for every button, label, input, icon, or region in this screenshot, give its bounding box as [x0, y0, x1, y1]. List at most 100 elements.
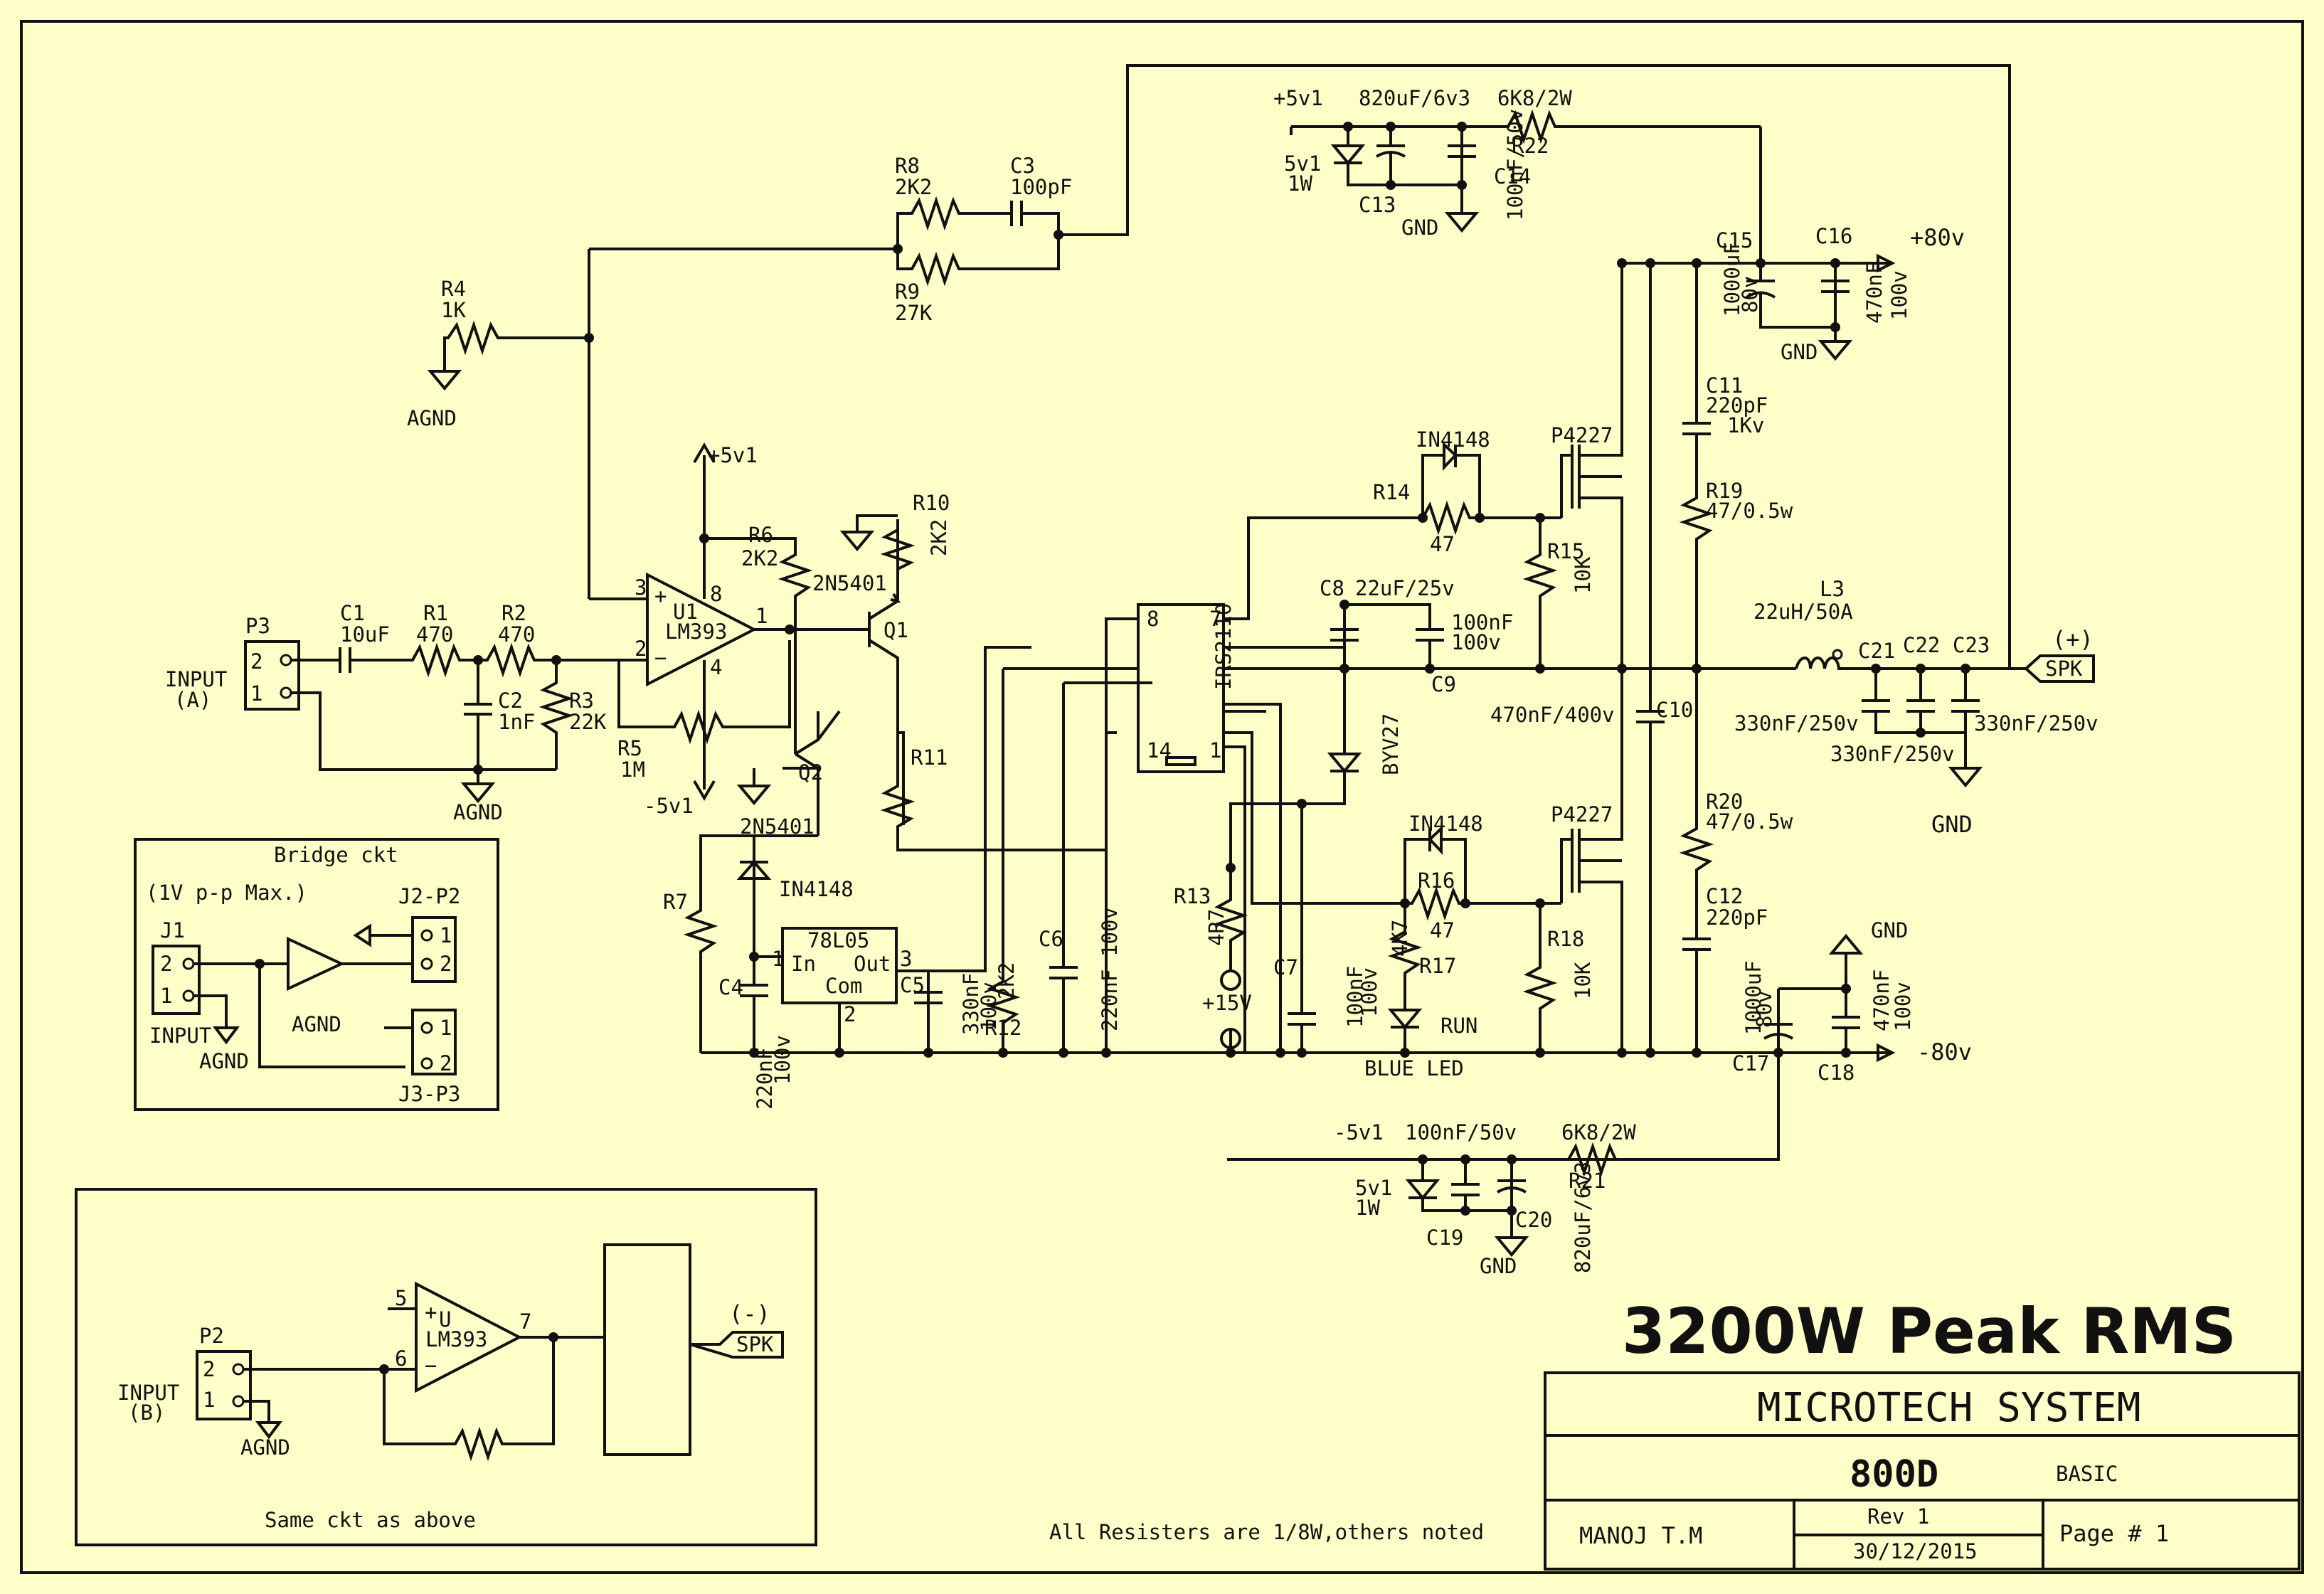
svg-text:330nF/250v: 330nF/250v	[1974, 711, 2099, 735]
svg-text:22uF/25v: 22uF/25v	[1355, 576, 1455, 600]
svg-text:8: 8	[1147, 607, 1159, 631]
svg-text:(-): (-)	[729, 1300, 770, 1327]
svg-text:Bridge ckt: Bridge ckt	[274, 843, 398, 867]
svg-text:330nF/250v: 330nF/250v	[1734, 711, 1859, 735]
svg-text:220pF: 220pF	[1706, 393, 1768, 418]
supply-negative-5v1: -5v1 5v1 1W 100nF/50v C19 GND C20 820uF/…	[1334, 1120, 1778, 1278]
svg-text:2K2: 2K2	[994, 962, 1019, 999]
svg-text:R12: R12	[985, 1016, 1022, 1040]
power-rails: +80v -80v C10 470nF/400v C11 220pF 1Kv R…	[701, 127, 1972, 1161]
svg-text:1W: 1W	[1355, 1196, 1380, 1220]
svg-text:R1: R1	[423, 601, 448, 625]
feedback-network: R4 1K AGND R8 2K2 C3 100pF R9 27K	[407, 64, 2011, 667]
svg-text:100nF/50v: 100nF/50v	[1503, 109, 1527, 220]
channel-b-box: P2 2 1 INPUT (B) AGND + − U LM393 5 6 7 …	[75, 1188, 817, 1546]
svg-text:R9: R9	[895, 280, 920, 304]
author-name: MANOJ T.M	[1579, 1522, 1702, 1549]
svg-text:C7: C7	[1273, 955, 1298, 979]
svg-text:2: 2	[250, 649, 262, 674]
svg-text:AGND: AGND	[407, 406, 457, 430]
svg-text:4K7: 4K7	[1388, 920, 1412, 957]
regulator-78l05: 78L05 In Out Com 1 3 2 C5 330nF 100v R12…	[749, 646, 1152, 1053]
svg-text:470: 470	[498, 622, 535, 647]
gate-driver-irs2110: 8 7 14 1 IRS2110 C8 22uF/25v 100nF 100v …	[1105, 516, 1694, 1053]
svg-text:R22: R22	[1512, 134, 1549, 158]
svg-text:P2: P2	[199, 1324, 224, 1348]
svg-text:47/0.5w: 47/0.5w	[1706, 809, 1793, 834]
svg-text:2K2: 2K2	[927, 519, 951, 556]
svg-text:470: 470	[416, 622, 453, 647]
svg-text:1: 1	[440, 1016, 452, 1040]
svg-text:-5v1: -5v1	[1334, 1120, 1384, 1144]
svg-text:100v: 100v	[1891, 982, 1915, 1031]
svg-text:100v: 100v	[1451, 630, 1501, 654]
svg-text:10uF: 10uF	[340, 622, 390, 647]
svg-text:Out: Out	[854, 952, 891, 976]
svg-text:220pF: 220pF	[1706, 905, 1768, 930]
svg-text:820uF/6v3: 820uF/6v3	[1571, 1162, 1595, 1273]
svg-text:BYV27: BYV27	[1379, 713, 1403, 775]
svg-text:R5: R5	[617, 736, 642, 760]
svg-text:3: 3	[900, 947, 912, 971]
svg-text:U: U	[439, 1307, 451, 1332]
svg-text:R3: R3	[569, 689, 594, 713]
neg-rail-label: -80v	[1917, 1038, 1972, 1066]
svg-text:P4227: P4227	[1551, 423, 1613, 447]
svg-text:IN4148: IN4148	[1416, 427, 1490, 452]
svg-text:C2: C2	[498, 689, 523, 713]
svg-text:5: 5	[395, 1286, 407, 1310]
svg-text:R8: R8	[895, 154, 920, 178]
svg-text:RUN: RUN	[1440, 1014, 1477, 1038]
svg-text:−: −	[654, 646, 667, 670]
svg-text:J2-P2: J2-P2	[398, 884, 460, 908]
svg-text:C13: C13	[1359, 193, 1396, 217]
svg-text:(+): (+)	[2052, 626, 2094, 653]
svg-text:GND: GND	[1480, 1254, 1517, 1278]
svg-text:10K: 10K	[1571, 556, 1595, 594]
svg-text:1: 1	[203, 1388, 215, 1412]
svg-text:C5: C5	[900, 973, 925, 997]
svg-text:Same ckt as above: Same ckt as above	[265, 1508, 476, 1532]
svg-text:820uF/6v3: 820uF/6v3	[1359, 86, 1470, 110]
svg-text:C23: C23	[1953, 633, 1990, 657]
svg-text:2: 2	[203, 1357, 215, 1381]
svg-text:220nF: 220nF	[1098, 969, 1122, 1031]
svg-text:R14: R14	[1373, 480, 1410, 504]
svg-text:C6: C6	[1039, 927, 1063, 951]
svg-text:1000uF: 1000uF	[1720, 242, 1744, 317]
svg-text:GND: GND	[1781, 340, 1818, 364]
svg-text:IN4148: IN4148	[779, 877, 854, 901]
svg-text:GND: GND	[1871, 918, 1908, 942]
svg-text:220nF: 220nF	[753, 1048, 777, 1110]
svg-text:R6: R6	[748, 523, 773, 547]
svg-text:R16: R16	[1418, 868, 1455, 893]
svg-text:6: 6	[395, 1346, 407, 1371]
svg-text:BLUE LED: BLUE LED	[1364, 1056, 1464, 1080]
svg-text:1000uF: 1000uF	[1741, 960, 1766, 1035]
mosfet-stage: IN4148 R14 47 R15 10K P4227 IN4148 R16 4…	[1248, 263, 1623, 1080]
page-number: Page # 1	[2059, 1520, 2169, 1547]
svg-text:1: 1	[772, 947, 784, 971]
input-a-section: 2 1 P3 INPUT (A) C1 10uF R1 470 R2 470 C…	[165, 601, 791, 824]
svg-text:AGND: AGND	[292, 1012, 341, 1036]
svg-text:5v1: 5v1	[1355, 1176, 1392, 1200]
svg-text:470nF/400v: 470nF/400v	[1490, 703, 1615, 727]
svg-text:R21: R21	[1569, 1169, 1606, 1193]
svg-text:22K: 22K	[569, 710, 607, 734]
svg-text:C10: C10	[1656, 698, 1693, 722]
svg-text:22uH/50A: 22uH/50A	[1753, 600, 1853, 624]
svg-text:L3: L3	[1820, 577, 1845, 601]
svg-text:C21: C21	[1858, 639, 1895, 663]
svg-text:AGND: AGND	[240, 1435, 290, 1460]
svg-text:C16: C16	[1815, 224, 1852, 248]
svg-text:R2: R2	[502, 601, 526, 625]
svg-text:R15: R15	[1547, 539, 1584, 563]
svg-text:47/0.5w: 47/0.5w	[1706, 499, 1793, 523]
svg-text:R10: R10	[913, 491, 950, 515]
svg-text:R19: R19	[1706, 479, 1743, 503]
svg-text:R18: R18	[1547, 927, 1584, 951]
p3-label: P3	[245, 614, 270, 638]
svg-text:R11: R11	[911, 745, 948, 770]
svg-text:100v: 100v	[770, 1035, 795, 1085]
